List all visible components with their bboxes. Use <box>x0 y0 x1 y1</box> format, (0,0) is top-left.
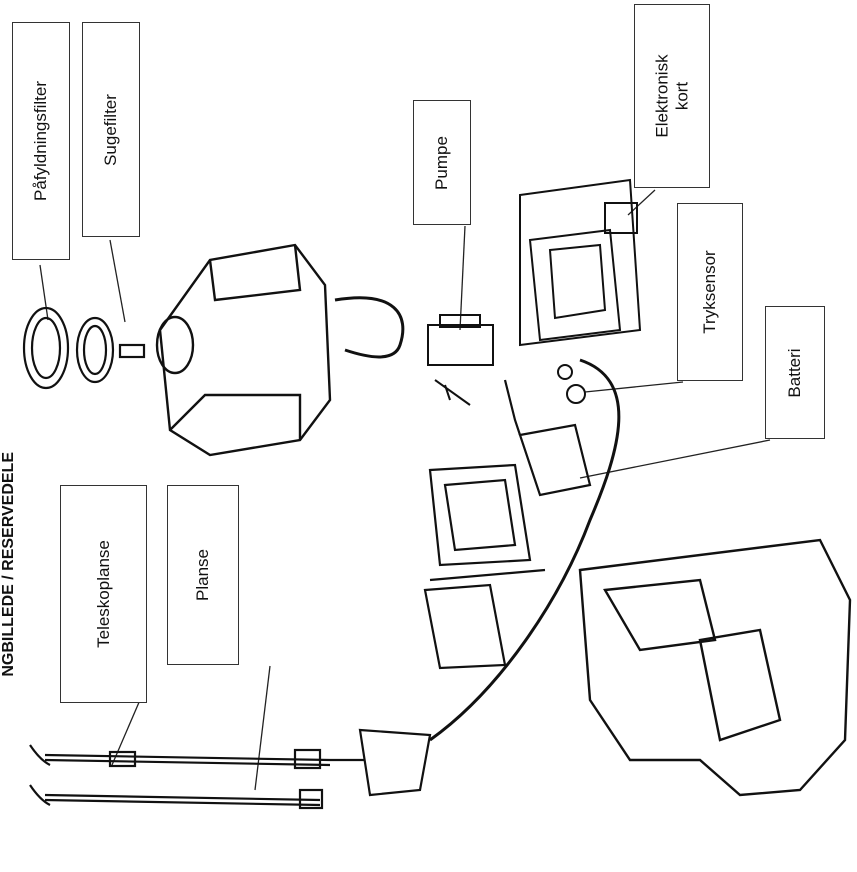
pressure-sensor <box>557 364 586 404</box>
label-teleskoplanse-text: Teleskoplanse <box>93 540 113 648</box>
label-tryksensor: Tryksensor <box>677 203 743 381</box>
label-sugefilter-text: Sugefilter <box>101 93 121 166</box>
leader-planse <box>254 665 271 791</box>
leader-tryksensor <box>584 381 684 393</box>
leader-pumpe <box>459 225 466 331</box>
label-tryksensor-text: Tryksensor <box>700 250 720 334</box>
leader-batteri <box>579 439 771 479</box>
label-batteri-text: Batteri <box>785 347 805 398</box>
housing-left <box>428 463 532 567</box>
leader-sugefilter <box>109 239 126 323</box>
label-teleskoplanse: Teleskoplanse <box>60 485 147 703</box>
parts-drawing <box>22 178 852 810</box>
lance <box>29 784 324 810</box>
label-elektronisk-kort: Elektronisk kort <box>634 4 710 188</box>
exploded-parts-diagram: NGBILLEDE / RESERVEDELE <box>0 4 852 810</box>
label-elektronisk-kort-text: Elektronisk kort <box>652 54 691 137</box>
label-batteri: Batteri <box>765 306 825 439</box>
filter-rings <box>22 306 146 390</box>
label-planse-text: Planse <box>193 549 213 601</box>
suction-tube <box>334 296 405 359</box>
label-pumpe: Pumpe <box>413 100 471 225</box>
battery <box>503 379 592 497</box>
label-planse: Planse <box>167 485 239 665</box>
label-elektronisk-line2: kort <box>672 81 691 111</box>
label-pumpe-text: Pumpe <box>432 135 452 190</box>
electronic-board <box>519 178 642 347</box>
handle-shell <box>578 538 852 797</box>
housing-rear <box>423 568 546 670</box>
pump <box>427 314 494 406</box>
label-pafyldningsfilter-text: Påfyldningsfilter <box>31 80 51 202</box>
leader-teleskoplanse <box>111 699 141 766</box>
label-elektronisk-line1: Elektronisk <box>652 54 672 138</box>
label-sugefilter: Sugefilter <box>82 22 140 237</box>
trigger-grip <box>330 728 432 797</box>
tank <box>155 243 332 457</box>
label-pafyldningsfilter: Påfyldningsfilter <box>12 22 70 260</box>
pressure-hose <box>429 358 621 742</box>
leader-pafyldningsfilter <box>39 264 49 321</box>
telescopic-lance <box>29 744 331 770</box>
